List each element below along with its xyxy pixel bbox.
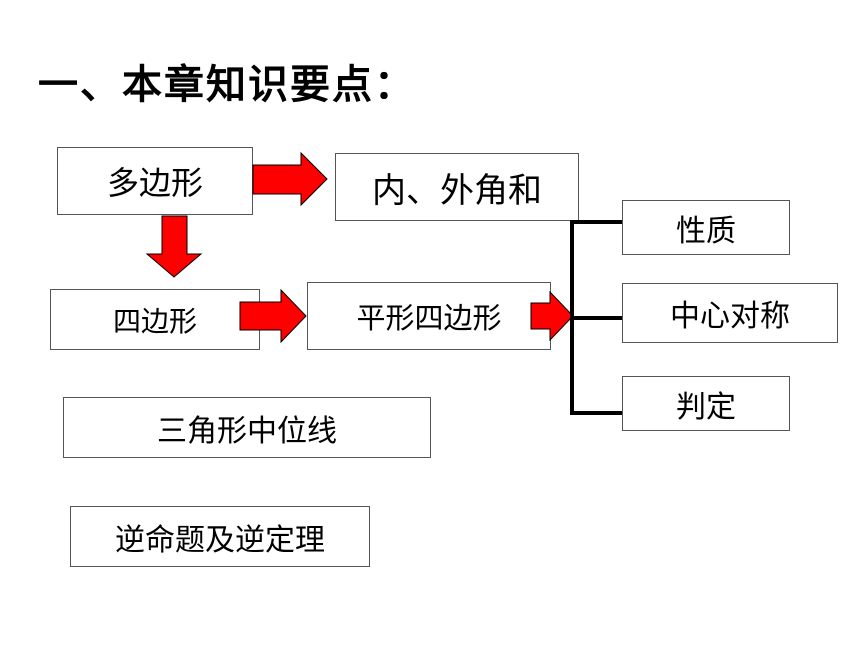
- triangle-midline-box: 三角形中位线: [63, 397, 431, 458]
- arrow-parallelogram-to-branches: [530, 290, 574, 342]
- parallelogram-box: 平形四边形: [307, 282, 551, 350]
- arrow-quadrilateral-to-parallelogram: [239, 288, 307, 344]
- branch-bracket: [570, 220, 622, 415]
- converse-theorem-box: 逆命题及逆定理: [70, 506, 370, 567]
- slide-title: 一、本章知识要点：: [38, 62, 416, 108]
- criteria-box: 判定: [622, 376, 790, 431]
- arrow-polygon-to-angle-sum: [252, 151, 328, 207]
- quadrilateral-box: 四边形: [50, 289, 260, 350]
- angle-sum-box: 内、外角和: [335, 153, 579, 221]
- central-symmetry-box: 中心对称: [622, 283, 838, 343]
- arrow-polygon-to-quadrilateral: [145, 215, 203, 278]
- polygon-box: 多边形: [57, 147, 253, 215]
- properties-box: 性质: [622, 200, 790, 255]
